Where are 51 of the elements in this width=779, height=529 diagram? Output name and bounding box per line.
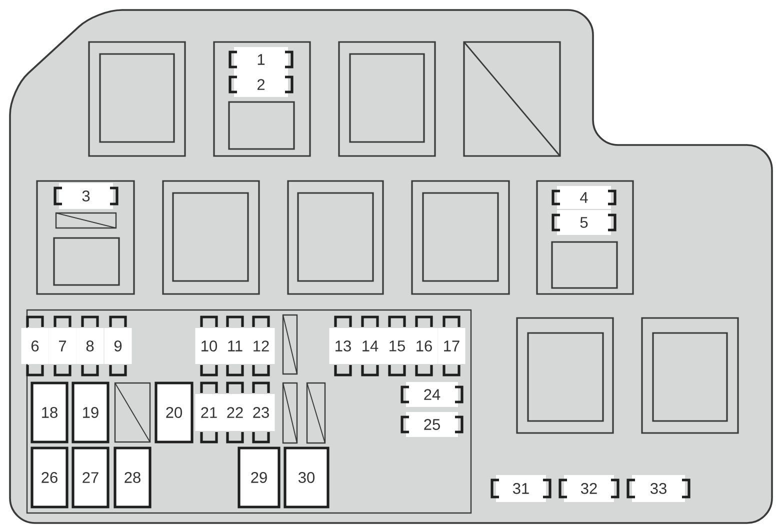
node-label: 4 — [580, 192, 588, 203]
fuse: 23 — [247, 382, 275, 444]
fuse: 32 — [558, 475, 620, 502]
fuse: 26 — [30, 446, 68, 508]
node-label: 21 — [201, 407, 217, 418]
node-label: 9 — [114, 340, 122, 352]
fuse: 24 — [400, 382, 464, 407]
fuse: 21 — [195, 382, 223, 444]
node-label: 14 — [362, 340, 378, 352]
fuse: 4 — [552, 186, 616, 209]
fuse: 27 — [72, 446, 110, 508]
fuse: 17 — [438, 316, 466, 376]
fuse: 16 — [410, 316, 438, 376]
fuse: 5 — [552, 210, 616, 235]
node-label: 12 — [254, 340, 269, 352]
fuse: 25 — [400, 412, 464, 437]
node-label: 15 — [390, 340, 405, 352]
fuse: 8 — [76, 316, 104, 376]
fuse: 19 — [72, 382, 110, 444]
fuse: 11 — [221, 316, 249, 376]
node-label: 11 — [228, 340, 242, 352]
fuse: 15 — [383, 316, 411, 376]
fuse: 1 — [228, 47, 294, 72]
fuse: 7 — [48, 316, 76, 376]
fuse: 9 — [104, 316, 132, 376]
fuse: 3 — [54, 183, 118, 209]
fuse: 28 — [114, 446, 152, 508]
fuse: 22 — [221, 382, 249, 444]
fuse: 33 — [626, 475, 690, 502]
fuse: 29 — [238, 446, 280, 508]
fuse: 6 — [21, 316, 49, 376]
fuse: 31 — [490, 475, 552, 502]
node-label: 10 — [202, 340, 218, 352]
fuse: 14 — [356, 316, 384, 376]
fuse: 30 — [284, 446, 330, 508]
fuse: 2 — [228, 72, 294, 97]
node-label: 2 — [257, 79, 265, 90]
node-label: 13 — [336, 340, 351, 352]
node-label: 22 — [227, 407, 243, 418]
node-label: 17 — [444, 340, 460, 352]
fuse: 10 — [195, 316, 223, 376]
fuse: 18 — [30, 382, 68, 444]
node-label: 16 — [416, 340, 432, 352]
node-label: 7 — [59, 340, 66, 352]
fuse: 13 — [329, 316, 357, 376]
node-label: 5 — [580, 217, 588, 228]
node-label: 8 — [86, 340, 94, 352]
node-label: 23 — [253, 407, 269, 418]
node-label: 6 — [31, 340, 39, 352]
node-label: 1 — [258, 54, 265, 65]
fuse: 12 — [247, 316, 275, 376]
